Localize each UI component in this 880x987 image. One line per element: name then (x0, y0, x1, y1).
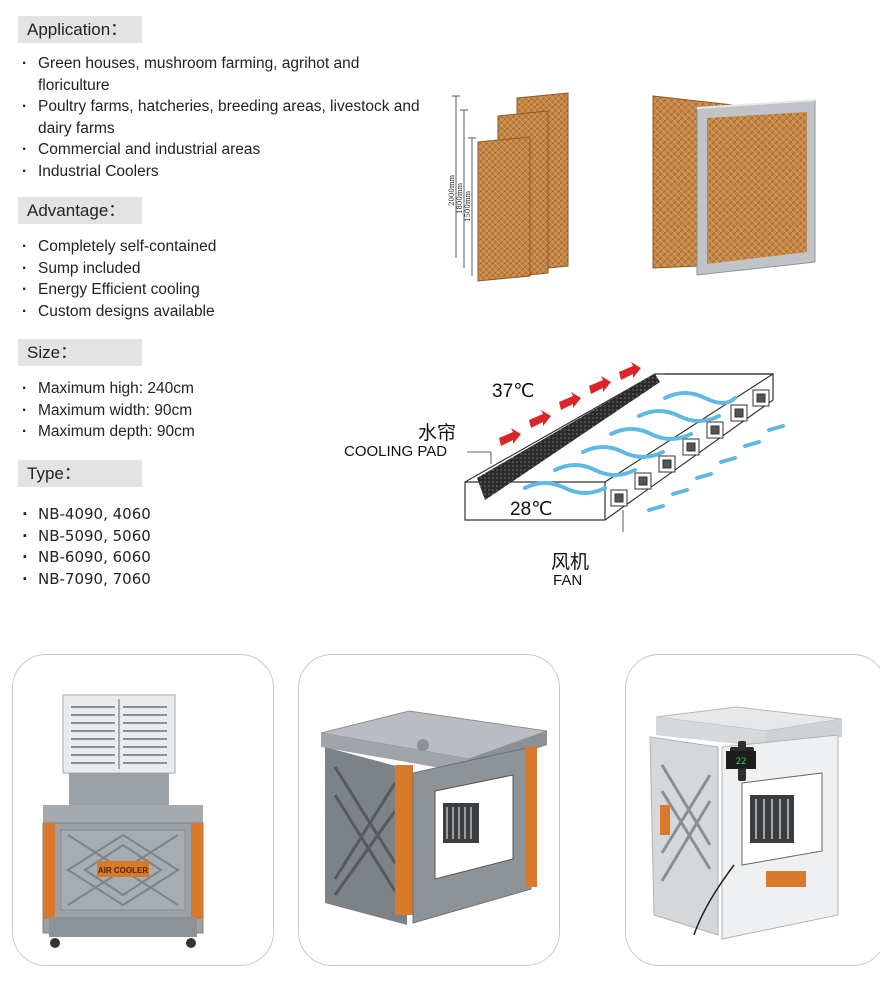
framed-cooling-pad-image (652, 95, 816, 276)
air-cooler-image-2 (320, 710, 548, 925)
advantage-heading: Advantage： (18, 197, 142, 224)
fan-row (610, 389, 770, 507)
air-cooler-image-1: AIR COOLER (42, 694, 204, 948)
air-cooler-label: AIR COOLER (98, 866, 148, 875)
temperature-cool: 28℃ (510, 499, 553, 520)
list-item: Custom designs available (22, 301, 216, 323)
dimension-2000: 2000mm (448, 175, 456, 206)
cool-air-arrows (523, 391, 785, 512)
application-list: Green houses, mushroom farming, agrihot … (22, 53, 432, 182)
dimension-1800: 1800mm (456, 183, 464, 214)
air-cooler-image-3: 22 (649, 706, 843, 940)
list-item: Maximum depth: 90cm (22, 421, 195, 443)
list-item: Energy Efficient cooling (22, 279, 216, 301)
type-heading: Type： (18, 460, 142, 487)
fan-label-en: FAN (553, 572, 583, 589)
list-item: Green houses, mushroom farming, agrihot … (22, 53, 432, 96)
size-list: Maximum high: 240cm Maximum width: 90cm … (22, 378, 195, 443)
list-item: Commercial and industrial areas (22, 139, 432, 161)
list-item: Poultry farms, hatcheries, breeding area… (22, 96, 432, 139)
list-item: Maximum width: 90cm (22, 400, 195, 422)
product-photo-3: 22 (625, 654, 880, 966)
list-item: Maximum high: 240cm (22, 378, 195, 400)
temperature-hot: 37℃ (492, 381, 535, 402)
list-item: NB-5090, 5060 (22, 526, 151, 548)
hot-air-arrows (499, 362, 641, 446)
cooling-flow-diagram (464, 362, 785, 532)
list-item: NB-7090, 7060 (22, 569, 151, 591)
dimension-1500: 1500mm (464, 191, 472, 222)
list-item: Completely self-contained (22, 236, 216, 258)
advantage-list: Completely self-contained Sump included … (22, 236, 216, 322)
product-photo-1: AIR COOLER (12, 654, 274, 966)
list-item: NB-6090, 6060 (22, 547, 151, 569)
list-item: Industrial Coolers (22, 161, 432, 183)
cooling-pads-image: 2000mm 1800mm 1500mm (448, 92, 569, 282)
application-heading: Application： (18, 16, 142, 43)
cooling-pad-label-en: COOLING PAD (344, 443, 448, 460)
list-item: Sump included (22, 258, 216, 280)
list-item: NB-4090, 4060 (22, 504, 151, 526)
size-heading: Size： (18, 339, 142, 366)
type-list: NB-4090, 4060 NB-5090, 5060 NB-6090, 606… (22, 504, 151, 590)
display-reading: 22 (736, 757, 747, 767)
fan-label-cn: 风机 (551, 552, 590, 573)
cooling-pad-label-cn: 水帘 (418, 423, 457, 444)
product-photo-2 (298, 654, 560, 966)
